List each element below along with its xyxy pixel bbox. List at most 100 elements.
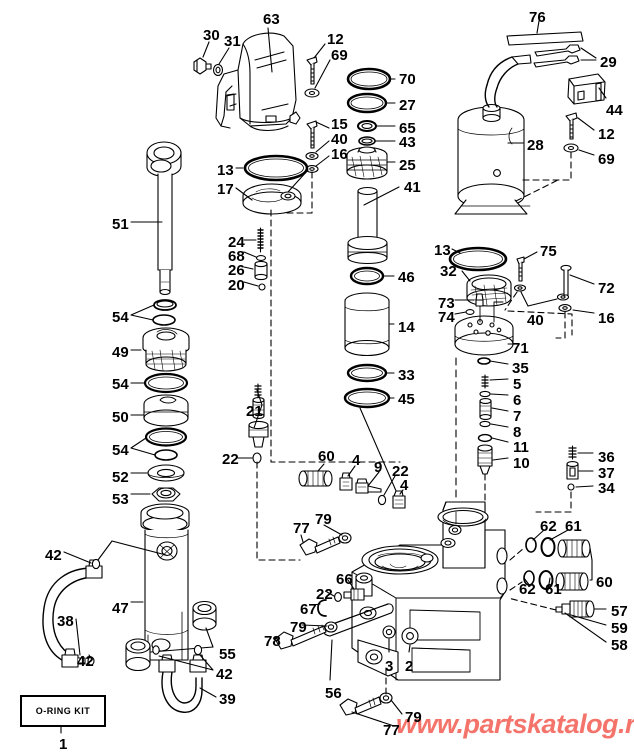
callout-74: 74	[438, 309, 455, 326]
leader-16a	[315, 155, 330, 167]
leader-69a	[314, 59, 331, 89]
part-fitting-57	[555, 600, 595, 618]
part-oring-45	[343, 387, 391, 409]
leader-56	[329, 639, 333, 681]
part-oring-62a	[525, 537, 537, 553]
callout-8: 8	[513, 424, 522, 441]
part-washer-6	[479, 390, 491, 398]
callout-58: 58	[611, 637, 628, 654]
part-bolt-77a	[299, 536, 341, 556]
part-manifold-71	[454, 301, 514, 356]
callout-76: 76	[529, 9, 546, 26]
callout-22: 22	[222, 451, 239, 468]
callout-22: 22	[392, 463, 409, 480]
part-oring-46	[349, 266, 385, 286]
callout-35: 35	[512, 360, 529, 377]
leader-68	[243, 251, 257, 258]
leader-62a	[532, 529, 545, 541]
callout-54: 54	[112, 309, 129, 326]
part-washer-16b	[558, 304, 572, 312]
part-screw-15	[306, 120, 318, 149]
part-tilt-rod-51	[146, 141, 182, 296]
part-trim-cylinder-47	[125, 503, 217, 672]
o-ring-kit-label: O-RING KIT	[35, 706, 91, 716]
part-oring-13b	[448, 246, 508, 272]
callout-61: 61	[545, 581, 562, 598]
callout-37: 37	[598, 465, 615, 482]
part-cylinder-cap-49	[142, 327, 190, 372]
leader-4b	[399, 489, 404, 495]
part-spring-5	[481, 374, 489, 389]
callout-5: 5	[513, 376, 522, 393]
callout-16: 16	[598, 310, 615, 327]
leader-17	[235, 187, 253, 201]
callout-33: 33	[398, 367, 415, 384]
callout-59: 59	[611, 620, 628, 637]
part-oring-42a	[91, 558, 101, 570]
callout-56: 56	[325, 685, 342, 702]
part-oring-13a	[243, 154, 309, 182]
callout-30: 30	[203, 27, 220, 44]
part-piston-25	[346, 146, 388, 180]
callout-27: 27	[399, 97, 416, 114]
part-electric-motor-28	[454, 54, 532, 215]
part-solenoid-44	[567, 73, 606, 105]
leader-6	[490, 393, 509, 396]
assembly-dash-69b	[519, 151, 572, 181]
watermark: www.partskatalog.ru	[396, 709, 634, 739]
leader-55	[150, 627, 214, 653]
callout-72: 72	[598, 280, 615, 297]
part-oring-42b	[87, 656, 95, 666]
leader-41	[363, 186, 400, 206]
leader-20	[243, 281, 259, 287]
part-oring-54a	[152, 299, 177, 326]
callout-45: 45	[398, 391, 415, 408]
assembly-dash-28	[515, 179, 559, 202]
callout-22: 22	[316, 586, 333, 603]
leader-8	[490, 423, 509, 428]
callout-7: 7	[513, 408, 522, 425]
leader-29	[580, 47, 597, 61]
part-oring-42c	[152, 644, 203, 656]
part-fitting-4a	[339, 472, 353, 491]
callout-12: 12	[327, 31, 344, 48]
leader-62b	[523, 577, 531, 587]
part-fitting-4b	[392, 490, 406, 509]
assembly-dash-16	[275, 171, 313, 214]
part-oring-22c	[334, 592, 342, 602]
callout-63: 63	[263, 11, 280, 28]
part-washer-52	[147, 464, 185, 482]
leader-59	[570, 614, 607, 626]
leader-22c	[326, 591, 335, 597]
callout-77: 77	[383, 722, 400, 739]
leader-42a	[63, 540, 167, 564]
callout-1: 1	[59, 736, 68, 753]
callout-25: 25	[399, 157, 416, 174]
leader-39	[199, 687, 217, 698]
part-main-housing	[351, 501, 508, 681]
callout-75: 75	[540, 243, 557, 260]
leader-9	[367, 471, 380, 487]
callout-11: 11	[513, 439, 529, 456]
part-screw-73	[475, 293, 484, 307]
callout-46: 46	[398, 269, 415, 286]
part-oring-8	[479, 420, 491, 428]
leader-40a	[315, 140, 330, 153]
callout-13: 13	[217, 162, 234, 179]
leader-61a	[549, 529, 569, 541]
part-valve-60c	[555, 572, 589, 591]
leader-7	[491, 407, 509, 412]
callout-79: 79	[405, 709, 422, 726]
part-oring-31	[212, 63, 224, 77]
callout-62: 62	[519, 581, 536, 598]
callout-4: 4	[352, 452, 361, 469]
callout-71: 71	[512, 340, 529, 357]
leader-5	[489, 378, 509, 381]
leader-54a	[130, 304, 155, 321]
callout-14: 14	[398, 319, 415, 336]
leader-40b	[520, 291, 558, 307]
leader-76	[536, 20, 540, 34]
part-fitting-66	[343, 588, 365, 601]
leader-60b	[589, 547, 593, 581]
